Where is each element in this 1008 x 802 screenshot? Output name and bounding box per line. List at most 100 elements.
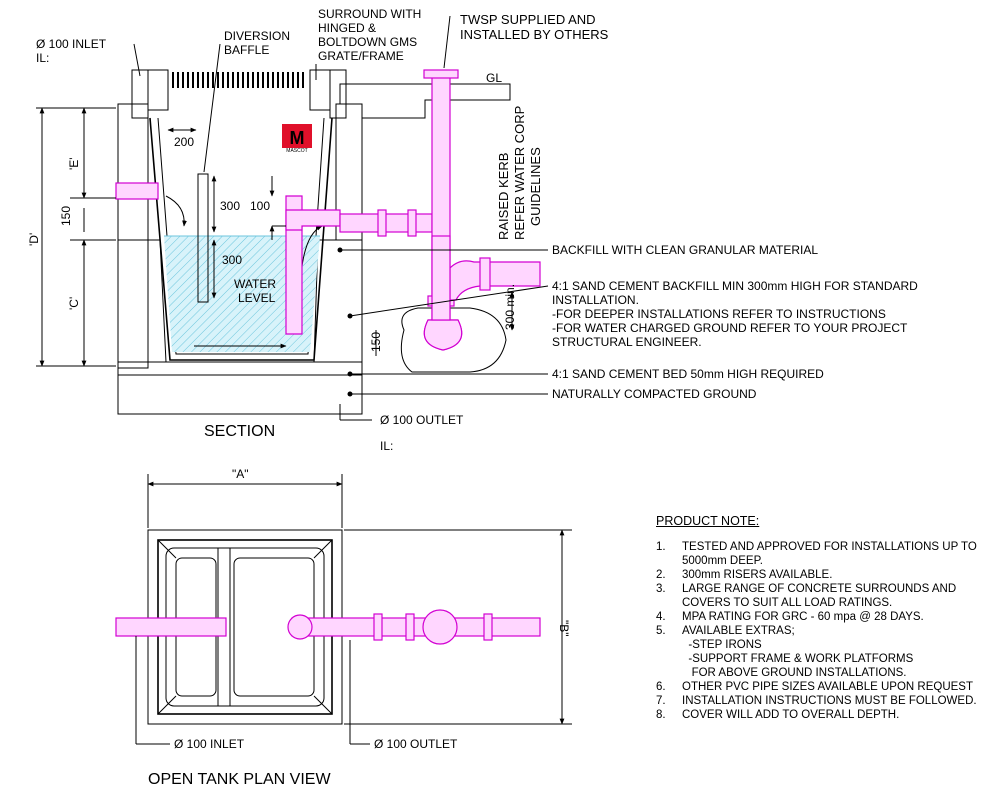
note-text: AVAILABLE EXTRAS; -STEP IRONS -SUPPORT F… <box>682 625 914 679</box>
note-item: 4.MPA RATING FOR GRC - 60 mpa @ 28 DAYS. <box>656 610 1006 624</box>
dim-d: 'D' <box>27 233 41 246</box>
plan-dip-pipe <box>287 614 313 640</box>
section-title: SECTION <box>204 423 275 440</box>
outlet-label: Ø 100 OUTLET <box>380 413 464 427</box>
water-level-label-1: WATER <box>234 277 276 291</box>
dim-100: 100 <box>250 199 270 213</box>
callout-backfill: BACKFILL WITH CLEAN GRANULAR MATERIAL <box>552 243 818 257</box>
grate-bar <box>217 72 219 88</box>
logo-letter: M <box>290 128 305 148</box>
top-slab <box>339 83 511 119</box>
callout-ground: NATURALLY COMPACTED GROUND <box>552 387 757 401</box>
note-number: 8. <box>656 709 666 721</box>
trap-bowl-front <box>423 319 463 351</box>
grate-bar <box>227 72 229 88</box>
plan-coupler-2 <box>405 613 415 641</box>
grate-bar <box>182 72 184 88</box>
surround-label-2: HINGED & <box>318 21 376 35</box>
note-item: 3.LARGE RANGE OF CONCRETE SURROUNDS AND … <box>656 582 1006 610</box>
plan-dim-b: "B" <box>557 620 571 637</box>
elbow-pipe <box>449 260 541 301</box>
grate-bar <box>287 72 289 88</box>
plan-coupler-1 <box>373 613 383 641</box>
plan-view: "A" "B" Ø 100 INLET Ø 100 OUTLET OPEN TA… <box>115 467 572 788</box>
elbow-coupler <box>479 257 491 291</box>
flow-arrow-in <box>165 195 187 227</box>
plan-outlet-label: Ø 100 OUTLET <box>374 737 458 751</box>
grate-bar <box>247 72 249 88</box>
product-notes: PRODUCT NOTE: 1.TESTED AND APPROVED FOR … <box>656 514 1006 722</box>
note-item: 1.TESTED AND APPROVED FOR INSTALLATIONS … <box>656 540 1006 568</box>
outlet-il: IL: <box>380 439 393 453</box>
dim-300-bottom: 300 <box>222 253 242 267</box>
dim-c: 'C' <box>67 297 81 310</box>
note-number: 7. <box>656 695 666 707</box>
grate-bar <box>172 72 174 88</box>
note-number: 2. <box>656 569 666 581</box>
note-text: OTHER PVC PIPE SIZES AVAILABLE UPON REQU… <box>682 681 973 693</box>
dim-200: 200 <box>174 135 194 149</box>
grate-bar <box>222 72 224 88</box>
dim-150-right: 150 <box>369 332 383 352</box>
frame-right <box>309 69 331 111</box>
kerb-label-2: REFER WATER CORP <box>512 106 527 240</box>
callout-sand-2: INSTALLATION. <box>552 293 639 307</box>
inlet-pipe <box>115 182 159 200</box>
ground-left <box>117 103 149 369</box>
ground-base <box>117 374 363 415</box>
note-item: 6.OTHER PVC PIPE SIZES AVAILABLE UPON RE… <box>656 680 1006 694</box>
grate <box>172 72 304 88</box>
dim-300-top: 300 <box>220 199 240 213</box>
sand-bed <box>117 361 363 376</box>
grate-bar <box>292 72 294 88</box>
grate-bar <box>207 72 209 88</box>
baffle-label-2: BAFFLE <box>224 43 269 57</box>
grate-bar <box>202 72 204 88</box>
grate-bar <box>302 72 304 88</box>
grate-bar <box>252 72 254 88</box>
grate-bar <box>297 72 299 88</box>
gl-label: GL <box>486 71 502 85</box>
callout-sand-1: 4:1 SAND CEMENT BACKFILL MIN 300mm HIGH … <box>552 279 918 293</box>
plan-outlet-pipe <box>291 617 541 637</box>
note-text: TESTED AND APPROVED FOR INSTALLATIONS UP… <box>682 541 977 567</box>
note-number: 5. <box>656 625 666 637</box>
logo-text: MASCOT <box>286 148 307 154</box>
surround-label-3: BOLTDOWN GMS <box>318 35 417 49</box>
grate-bar <box>237 72 239 88</box>
inlet-il: IL: <box>36 51 49 65</box>
outlet-tee <box>285 209 341 231</box>
grate-bar <box>197 72 199 88</box>
surround-right <box>309 69 347 119</box>
callout-bed: 4:1 SAND CEMENT BED 50mm HIGH REQUIRED <box>552 367 824 381</box>
surround-label-1: SURROUND WITH <box>318 7 421 21</box>
plan-dim-a: "A" <box>232 467 249 481</box>
plan-inlet-label: Ø 100 INLET <box>174 737 245 751</box>
plan-title: OPEN TANK PLAN VIEW <box>148 771 331 788</box>
outlet-coupler <box>377 209 387 237</box>
twsp-cap <box>423 69 459 79</box>
callout-sand-3: -FOR DEEPER INSTALLATIONS REFER TO INSTR… <box>552 307 886 321</box>
trap-concrete <box>400 307 507 373</box>
plan-inlet-pipe <box>115 617 227 637</box>
note-item: 8. COVER WILL ADD TO OVERALL DEPTH. <box>656 708 1006 722</box>
grate-bar <box>257 72 259 88</box>
section-view: M MASCOT Ø 100 INLET IL: DIVERSION BAFFL… <box>27 7 918 453</box>
inlet-label: Ø 100 INLET <box>36 37 107 51</box>
grate-bar <box>262 72 264 88</box>
callout-sand-5: STRUCTURAL ENGINEER. <box>552 335 702 349</box>
callout-leaders <box>133 15 549 421</box>
surround-label-4: GRATE/FRAME <box>318 49 404 63</box>
tank-wall <box>149 117 333 361</box>
dim-e: 'E' <box>67 157 81 170</box>
note-text: LARGE RANGE OF CONCRETE SURROUNDS AND CO… <box>682 583 957 609</box>
grate-bar <box>187 72 189 88</box>
grate-bar <box>177 72 179 88</box>
callout-sand-4: -FOR WATER CHARGED GROUND REFER TO YOUR … <box>552 321 908 335</box>
diversion-baffle <box>197 173 209 303</box>
outlet-coupler-2 <box>407 209 417 237</box>
grate-bar <box>242 72 244 88</box>
surround-left <box>131 69 169 119</box>
note-text: COVER WILL ADD TO OVERALL DEPTH. <box>682 709 900 721</box>
